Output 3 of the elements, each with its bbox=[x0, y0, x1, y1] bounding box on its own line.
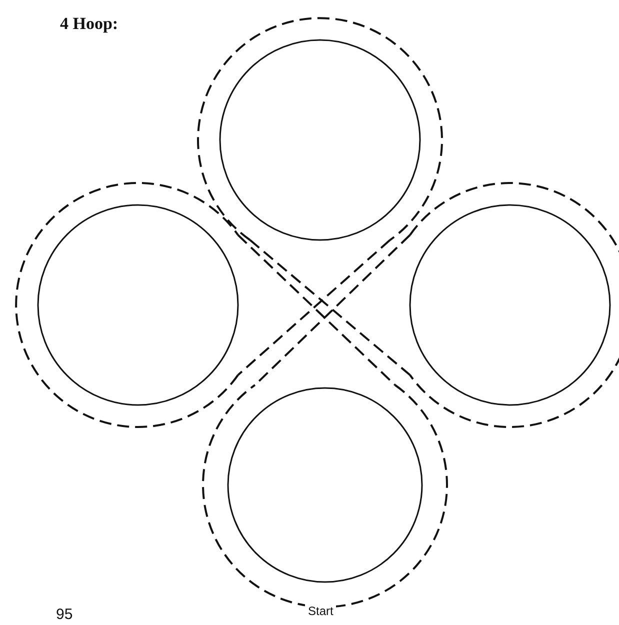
start-label: Start bbox=[305, 604, 336, 618]
title: 4 Hoop: bbox=[60, 14, 118, 34]
page-number: 95 bbox=[56, 606, 73, 623]
